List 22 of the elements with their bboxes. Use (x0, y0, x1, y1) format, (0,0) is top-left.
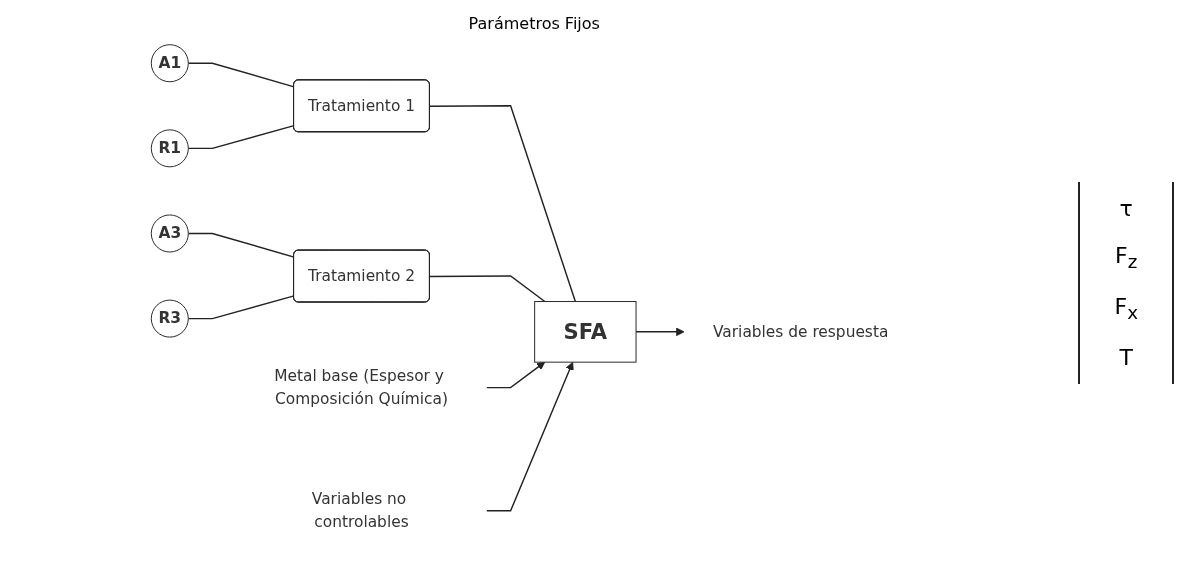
arrow (485, 361, 574, 512)
connector (429, 275, 546, 303)
node-box: SFA (534, 301, 637, 363)
response-variable: F$_{z}$ (1115, 242, 1138, 272)
response-variable: F$_{x}$ (1114, 294, 1138, 324)
arrow (485, 361, 546, 389)
node-text: Metal base (Espesor y Composición Química) (274, 366, 448, 408)
connector (187, 62, 295, 88)
response-variable: T (1119, 345, 1133, 371)
node-circle: R1 (150, 129, 189, 168)
connector (429, 105, 577, 303)
heading-text: Parámetros Fijos (468, 14, 600, 33)
response-variable: τ (1119, 195, 1133, 221)
node-circle: A3 (150, 214, 189, 253)
arrow (635, 327, 685, 337)
connector (187, 124, 295, 150)
node-circle: A1 (150, 44, 189, 83)
node-text: Variables no controlables (311, 489, 409, 531)
connector (187, 232, 295, 258)
connector (187, 295, 295, 320)
node-text: Variables de respuesta (713, 322, 889, 341)
node-circle: R3 (150, 299, 189, 338)
